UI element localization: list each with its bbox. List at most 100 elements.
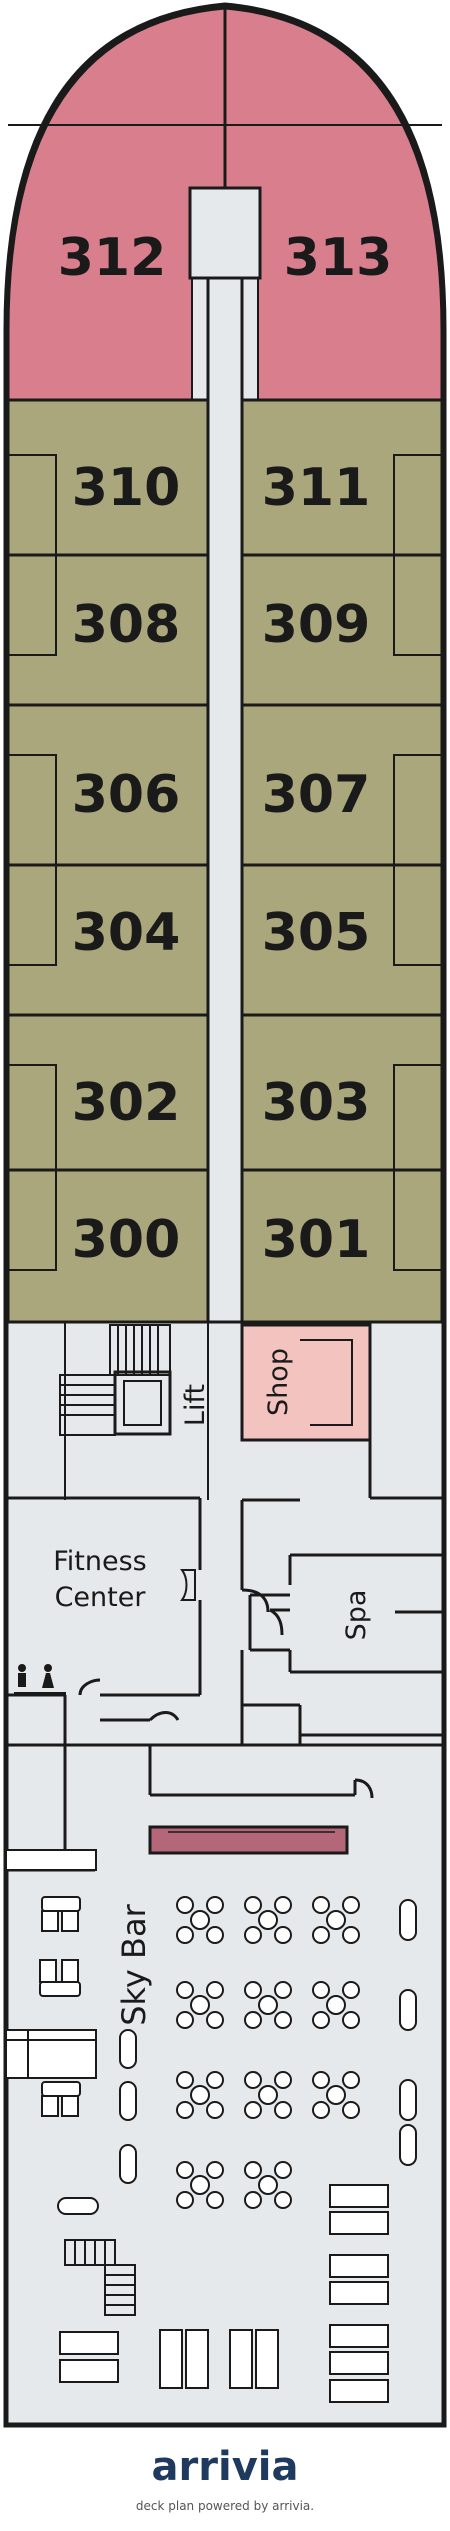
fitness-label-line1: Fitness	[53, 1546, 147, 1577]
shop-label: Shop	[263, 1348, 294, 1416]
lounge-chair	[206, 2011, 224, 2029]
lounge-chair	[206, 1981, 224, 1999]
lounge-chair	[342, 1981, 360, 1999]
lounge-table	[326, 1995, 346, 2015]
port-cabins	[6, 398, 210, 1324]
lounge-chair	[312, 2011, 330, 2029]
lounge-table	[326, 1910, 346, 1930]
cabin-311-label: 311	[262, 458, 371, 518]
lounge-chair	[274, 1981, 292, 1999]
credit-line: deck plan powered by arrivia.	[136, 2499, 314, 2513]
cabin-309-label: 309	[262, 595, 371, 655]
lounge-chair	[244, 2161, 262, 2179]
cabin-bathrooms	[7, 454, 443, 1271]
lounge-chair	[176, 2071, 194, 2089]
lounge-chair	[244, 2101, 262, 2119]
bow-lobby	[188, 186, 262, 280]
cabin-300-label: 300	[72, 1210, 181, 1270]
cabin-307-label: 307	[262, 765, 371, 825]
stairs-icon	[109, 1324, 171, 1376]
lounge-chair	[312, 1981, 330, 1999]
lounge-chair	[342, 1926, 360, 1944]
lounge-chair	[244, 1926, 262, 1944]
starboard-cabins	[240, 398, 444, 1324]
shop[interactable]	[240, 1323, 372, 1442]
lounge-chair	[312, 1926, 330, 1944]
lounge-chair	[206, 1896, 224, 1914]
lounge-table	[326, 2085, 346, 2105]
bar-table-sets	[5, 1896, 97, 2117]
cabin-301-label: 301	[262, 1210, 371, 1270]
lounge-chair	[206, 2101, 224, 2119]
lounge-chair	[244, 1981, 262, 1999]
lift-label: Lift	[180, 1384, 211, 1426]
cabin-305[interactable]	[240, 863, 444, 1017]
oval-tables	[57, 1899, 417, 2215]
sun-loungers	[59, 2184, 389, 2403]
aft-stairs-icon	[64, 2239, 136, 2316]
lift-shaft	[113, 1370, 172, 1436]
spa-label: Spa	[341, 1590, 372, 1641]
lounge-table	[258, 1995, 278, 2015]
cabin-308-label: 308	[72, 595, 181, 655]
cabin-312-label: 312	[58, 228, 167, 288]
cabin-312[interactable]	[6, 6, 227, 402]
lounge-chair	[176, 2191, 194, 2209]
lounge-chair	[274, 2071, 292, 2089]
lounge-chair	[244, 2071, 262, 2089]
lounge-chair	[206, 2161, 224, 2179]
lounge-chair	[312, 2071, 330, 2089]
cabin-307[interactable]	[240, 703, 444, 867]
lounge-chair	[274, 1926, 292, 1944]
cabin-311[interactable]	[240, 398, 444, 557]
cabin-306-label: 306	[72, 765, 181, 825]
lounge-chair	[176, 2011, 194, 2029]
lift-area	[59, 1322, 209, 1500]
sky-bar-label: Sky Bar	[115, 1903, 153, 2025]
bar-counter	[148, 1825, 349, 1855]
lounge-chair	[176, 1926, 194, 1944]
cabin-305-label: 305	[262, 903, 371, 963]
lounge-chair	[244, 2011, 262, 2029]
lounge-chair	[274, 2191, 292, 2209]
lounge-chair	[206, 2191, 224, 2209]
lounge-chair	[342, 1896, 360, 1914]
cabin-304-label: 304	[72, 903, 181, 963]
midship-walls	[6, 1325, 444, 1850]
lounge-chair	[176, 2161, 194, 2179]
lounge-table	[190, 2085, 210, 2105]
lounge-chair	[342, 2101, 360, 2119]
lounge-table	[258, 2085, 278, 2105]
fitness-label-line2: Center	[55, 1582, 147, 1613]
lounge-chair	[274, 1896, 292, 1914]
lounge-chair	[244, 2191, 262, 2209]
cabin-310-label: 310	[72, 458, 181, 518]
lounge-chair	[274, 2161, 292, 2179]
lounge-chair	[176, 2101, 194, 2119]
lounge-chair	[206, 1926, 224, 1944]
lounge-chair	[244, 1896, 262, 1914]
lounge-table	[190, 2175, 210, 2195]
cabin-313[interactable]	[223, 6, 444, 402]
lounge-table	[258, 2175, 278, 2195]
lounge-chair	[312, 1896, 330, 1914]
lounge-chair	[312, 2101, 330, 2119]
brand-logo: arrivia	[152, 2444, 299, 2490]
cabin-313-label: 313	[284, 228, 393, 288]
cabin-302[interactable]	[6, 1013, 210, 1172]
lounge-chair	[274, 2011, 292, 2029]
lounge-table	[258, 1910, 278, 1930]
central-corridor	[206, 276, 244, 1324]
restroom-icon	[14, 1664, 66, 1696]
fitness-door-icon	[180, 1569, 196, 1601]
lounge-chair	[342, 2071, 360, 2089]
lounge-table-clusters	[176, 1896, 360, 2209]
cabin-302-label: 302	[72, 1073, 181, 1133]
cabin-303-label: 303	[262, 1073, 371, 1133]
lounge-table	[190, 1910, 210, 1930]
lounge-chair	[206, 2071, 224, 2089]
cabin-300[interactable]	[6, 1168, 210, 1324]
lounge-chair	[176, 1981, 194, 1999]
lounge-table	[190, 1995, 210, 2015]
